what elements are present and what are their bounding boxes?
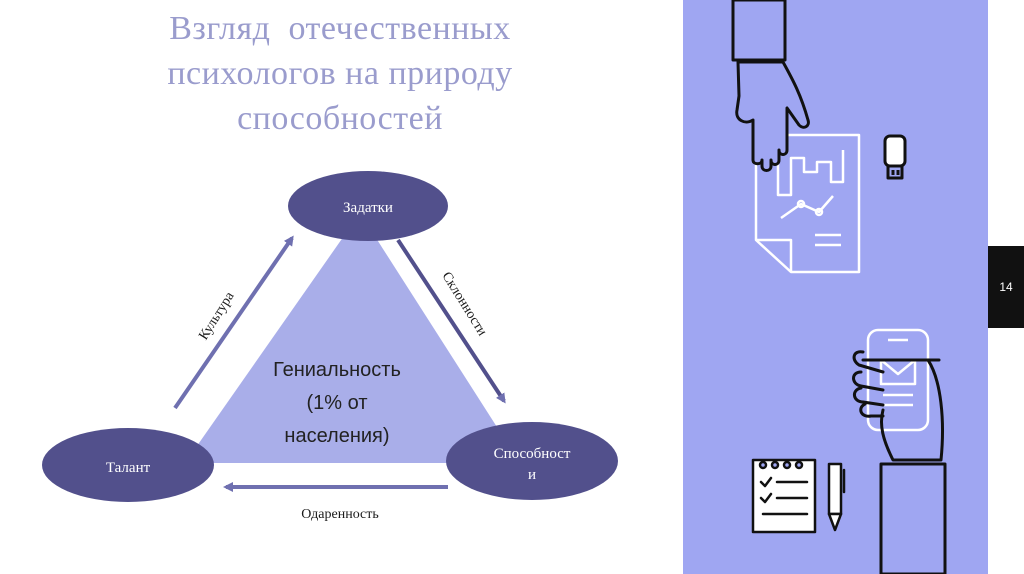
node-talant-label: Талант [106, 460, 151, 476]
node-sposobnosti-label-2: и [528, 467, 536, 483]
node-zadatki [288, 171, 448, 241]
triangle-shape [185, 213, 520, 463]
node-sposobnosti [446, 422, 618, 500]
title-line-3: способностей [237, 100, 443, 137]
node-zadatki-label: Задатки [343, 200, 393, 216]
title-line-2: психологов на природу [167, 55, 513, 92]
edge-label-giftedness: Одаренность [301, 507, 379, 522]
node-talant [42, 428, 214, 502]
center-label-3: населения) [284, 425, 389, 447]
arrow-culture [173, 235, 294, 410]
triangle-diagram: Задатки Талант Способност и Гениальность… [42, 171, 618, 522]
slide-title: Взгляд отечественных психологов на приро… [90, 6, 590, 141]
center-label-2: (1% от [307, 392, 368, 414]
illustration-panel [683, 0, 988, 574]
edge-label-inclinations: Склонности [438, 270, 489, 340]
notepad-icon [751, 458, 817, 534]
usb-drive-icon [883, 134, 907, 180]
pen-icon [827, 462, 846, 532]
center-label-1: Гениальность [273, 359, 401, 381]
page-number: 14 [999, 280, 1013, 294]
title-line-1: Взгляд отечественных [169, 10, 511, 47]
hand-icon [731, 0, 810, 172]
node-sposobnosti-label-1: Способност [494, 446, 571, 462]
arrow-inclinations [396, 238, 506, 404]
bottom-hand-icon [852, 350, 947, 574]
document-chart-icon [754, 133, 861, 274]
page-number-badge: 14 [988, 246, 1024, 328]
edge-label-culture: Культура [196, 289, 238, 343]
